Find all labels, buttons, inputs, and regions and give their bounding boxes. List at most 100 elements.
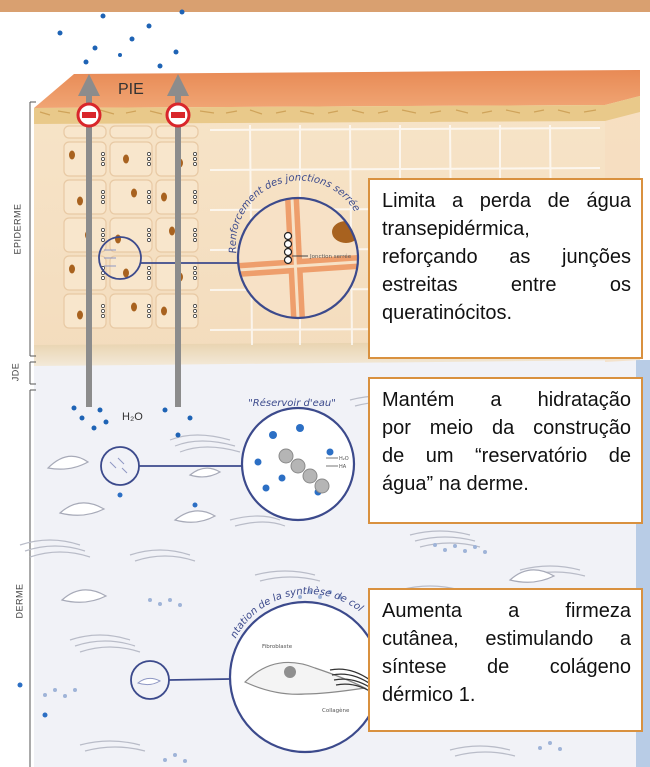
junction-label: Jonction serrée <box>309 253 352 260</box>
junction-mark <box>193 200 197 204</box>
water-loss-arrows <box>78 74 189 407</box>
junction-mark <box>101 276 105 280</box>
keratinocyte <box>109 293 153 329</box>
junction-mark <box>193 228 197 232</box>
callout1-line: estreitas entre os <box>382 274 631 296</box>
junction-mark <box>147 304 151 308</box>
junction-mark <box>147 238 151 242</box>
blocked-icon <box>76 102 191 128</box>
junction-mark <box>147 314 151 318</box>
keratinocyte <box>109 141 153 177</box>
junction-mark <box>101 309 105 313</box>
junction-mark <box>193 304 197 308</box>
callout2-line: água” na derme. <box>382 473 529 495</box>
keratinocyte <box>63 179 107 215</box>
junction-mark <box>147 190 151 194</box>
cell-nucleus <box>161 192 167 202</box>
callout3-line: Aumenta a firmeza <box>382 600 631 622</box>
junction-mark <box>193 276 197 280</box>
cell-nucleus <box>69 150 75 160</box>
junction-mark <box>147 276 151 280</box>
cell-nucleus <box>131 302 137 312</box>
junction-mark <box>101 238 105 242</box>
circle2-h2o: H₂O <box>339 456 349 462</box>
junction-mark <box>193 190 197 194</box>
cell-nucleus <box>77 310 83 320</box>
h2o-label: H₂O <box>122 411 143 423</box>
keratinocyte <box>109 217 153 253</box>
zoom-source-contents <box>104 249 162 686</box>
junction-mark <box>147 266 151 270</box>
junction-mark <box>101 200 105 204</box>
cell-nucleus <box>115 234 121 244</box>
top-border <box>0 0 650 12</box>
callout-collagen: Aumenta a firmeza cutânea, estimulando a… <box>368 588 643 732</box>
cell-nucleus <box>131 188 137 198</box>
cell-nucleus <box>123 154 129 164</box>
junction-mark <box>101 157 105 161</box>
junction-mark <box>147 228 151 232</box>
junction-mark <box>193 157 197 161</box>
junction-mark <box>193 195 197 199</box>
water-dots-bottom <box>71 405 193 438</box>
junction-mark <box>193 314 197 318</box>
callout1-line: queratinócitos. <box>382 302 513 324</box>
callout1-line: reforçando as junções <box>382 246 631 268</box>
stratum-corneum <box>34 70 640 108</box>
keratinocyte <box>63 293 107 329</box>
zoom-circle-tight-junctions: Jonction serrée <box>236 196 360 320</box>
junction-mark <box>101 233 105 237</box>
flattened-cell <box>109 125 153 139</box>
callout2-line: Mantém a hidratação <box>382 389 631 411</box>
zoom-connectors <box>139 262 243 681</box>
pie-label: PIE <box>118 81 144 98</box>
water-dots-top <box>57 9 185 69</box>
cell-nucleus <box>77 196 83 206</box>
callout-tight-junctions: Limita a perda de água transepidérmica, … <box>368 178 643 359</box>
callout1-line: transepidérmica, <box>382 218 530 240</box>
junction-mark <box>193 233 197 237</box>
circle2-ha: HA <box>339 464 347 470</box>
junction-mark <box>101 162 105 166</box>
callout-water-reservoir: Mantém a hidratação por meio da construç… <box>368 377 643 524</box>
junction-mark <box>193 152 197 156</box>
keratinocyte <box>109 255 153 291</box>
junction-mark <box>147 152 151 156</box>
cell-nucleus <box>169 226 175 236</box>
junction-mark <box>101 152 105 156</box>
callout1-line: Limita a perda de água <box>382 190 631 212</box>
callout3-line: dérmico 1. <box>382 684 476 706</box>
derme-label: DERME <box>14 583 25 619</box>
epiderme-label: EPIDERME <box>12 203 23 255</box>
junction-mark <box>193 238 197 242</box>
cell-nucleus <box>69 264 75 274</box>
junction-mark <box>193 162 197 166</box>
junction-mark <box>147 162 151 166</box>
junction-mark <box>147 200 151 204</box>
junction-mark <box>193 266 197 270</box>
zoom-circle-collagen: Fibroblaste Collagène <box>228 600 382 754</box>
keratinocyte <box>109 179 153 215</box>
callout2-line: por meio da construção <box>382 417 631 439</box>
cell-nucleus <box>161 306 167 316</box>
zoom-source-1 <box>98 236 142 280</box>
junction-mark <box>193 271 197 275</box>
fibroblast-label: Fibroblaste <box>262 644 293 650</box>
junction-mark <box>193 309 197 313</box>
callout3-line: cutânea, estimulando a <box>382 628 631 650</box>
junction-mark <box>101 314 105 318</box>
flattened-cell <box>63 125 107 139</box>
cell-nucleus <box>123 268 129 278</box>
callout2-line: de um “reservatório de <box>382 445 631 467</box>
junction-mark <box>147 271 151 275</box>
zoom-circle-water-reservoir: H₂O HA <box>240 406 356 522</box>
junction-mark <box>101 190 105 194</box>
junction-mark <box>147 309 151 313</box>
junction-mark <box>101 304 105 308</box>
junction-mark <box>147 195 151 199</box>
junction-mark <box>147 233 151 237</box>
callout3-line: síntese de colágeno <box>382 656 631 678</box>
junction-mark <box>147 157 151 161</box>
jde-label: JDE <box>10 362 21 382</box>
junction-mark <box>101 195 105 199</box>
